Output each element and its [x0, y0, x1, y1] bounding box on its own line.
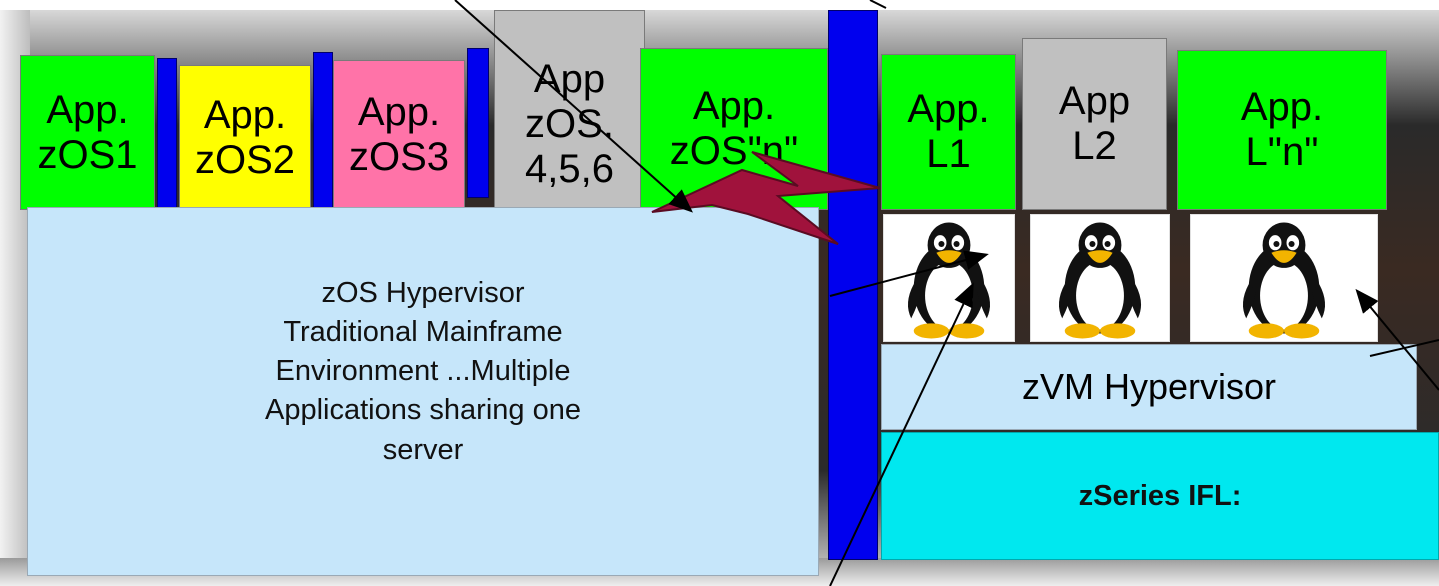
app-zos456-line2: zOS.: [525, 101, 614, 146]
tux-penguin-icon: [1190, 214, 1378, 342]
zos-hypervisor-line: Traditional Mainframe: [283, 316, 563, 349]
partition-bar: [313, 52, 333, 210]
app-l2-line1: App: [1058, 79, 1131, 123]
app-zos2-line1: App.: [203, 92, 287, 137]
app-zos1-line1: App.: [46, 87, 129, 132]
app-zos-n-line1: App.: [692, 84, 776, 129]
app-zos456-box: App zOS. 4,5,6: [494, 10, 645, 210]
partition-bar: [157, 58, 177, 210]
app-zos2-box: App. zOS2: [179, 65, 311, 210]
zvm-hypervisor-box: zVM Hypervisor: [881, 344, 1417, 430]
app-ln-line1: App.: [1240, 85, 1324, 130]
app-ln-line2: L"n": [1245, 130, 1319, 174]
app-ln-box: App. L"n": [1177, 50, 1387, 210]
app-zos3-line2: zOS3: [348, 135, 450, 179]
app-l1-line1: App.: [907, 87, 990, 132]
app-zos3-box: App. zOS3: [333, 60, 465, 210]
zos-hypervisor-box: zOS Hypervisor Traditional Mainframe Env…: [27, 207, 819, 576]
app-l2-box: App L2: [1022, 38, 1167, 210]
app-l2-line2: L2: [1072, 123, 1117, 168]
app-zos1-box: App. zOS1: [20, 55, 155, 210]
app-l1-box: App. L1: [881, 54, 1016, 210]
zos-hypervisor-line: Applications sharing one: [265, 394, 581, 427]
zos-hypervisor-line: Environment ...Multiple: [275, 355, 571, 388]
tux-penguin-icon: [1030, 214, 1170, 342]
app-zos456-line1: App: [533, 57, 606, 101]
app-zos3-line1: App.: [357, 90, 441, 135]
lpar-divider-bar: [828, 10, 878, 560]
app-zos2-line2: zOS2: [194, 137, 296, 182]
tux-penguin-icon: [883, 214, 1015, 342]
app-zos-n-box: App. zOS"n": [640, 48, 828, 210]
app-l1-line2: L1: [926, 132, 971, 176]
zseries-ifl-label: zSeries IFL:: [1078, 479, 1242, 512]
app-zos456-line3: 4,5,6: [525, 146, 614, 191]
zos-hypervisor-line: server: [382, 433, 464, 466]
partition-bar: [467, 48, 489, 198]
app-zos-n-line2: zOS"n": [669, 129, 799, 173]
zseries-ifl-box: zSeries IFL:: [881, 432, 1439, 560]
zvm-hypervisor-label: zVM Hypervisor: [1021, 366, 1277, 407]
zos-hypervisor-line: zOS Hypervisor: [321, 277, 525, 309]
app-zos1-line2: zOS1: [37, 132, 138, 177]
